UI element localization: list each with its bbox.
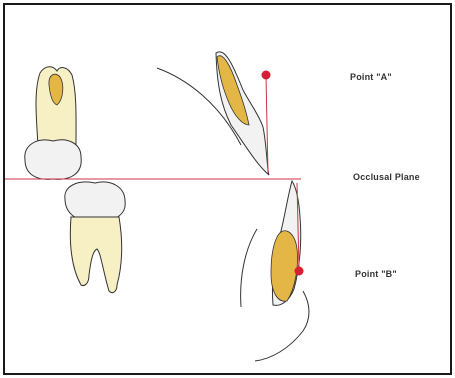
point-b-label: Point "B" [355, 269, 397, 279]
lower-molar-crown [65, 182, 125, 221]
occlusal-plane-label: Occlusal Plane [353, 172, 420, 182]
upper-molar-crown [25, 140, 81, 180]
point-b-marker [295, 267, 304, 276]
upper-incisor [157, 52, 269, 175]
lower-molar-roots [70, 217, 121, 293]
lower-labial-curve [241, 229, 257, 307]
lower-molar [65, 182, 125, 293]
point-a-marker [262, 71, 271, 80]
upper-molar [25, 67, 81, 180]
diagram-frame: Point "A" Occlusal Plane Point "B" [3, 3, 452, 375]
tooth-diagram [5, 5, 450, 373]
point-a-label: Point "A" [350, 72, 392, 82]
